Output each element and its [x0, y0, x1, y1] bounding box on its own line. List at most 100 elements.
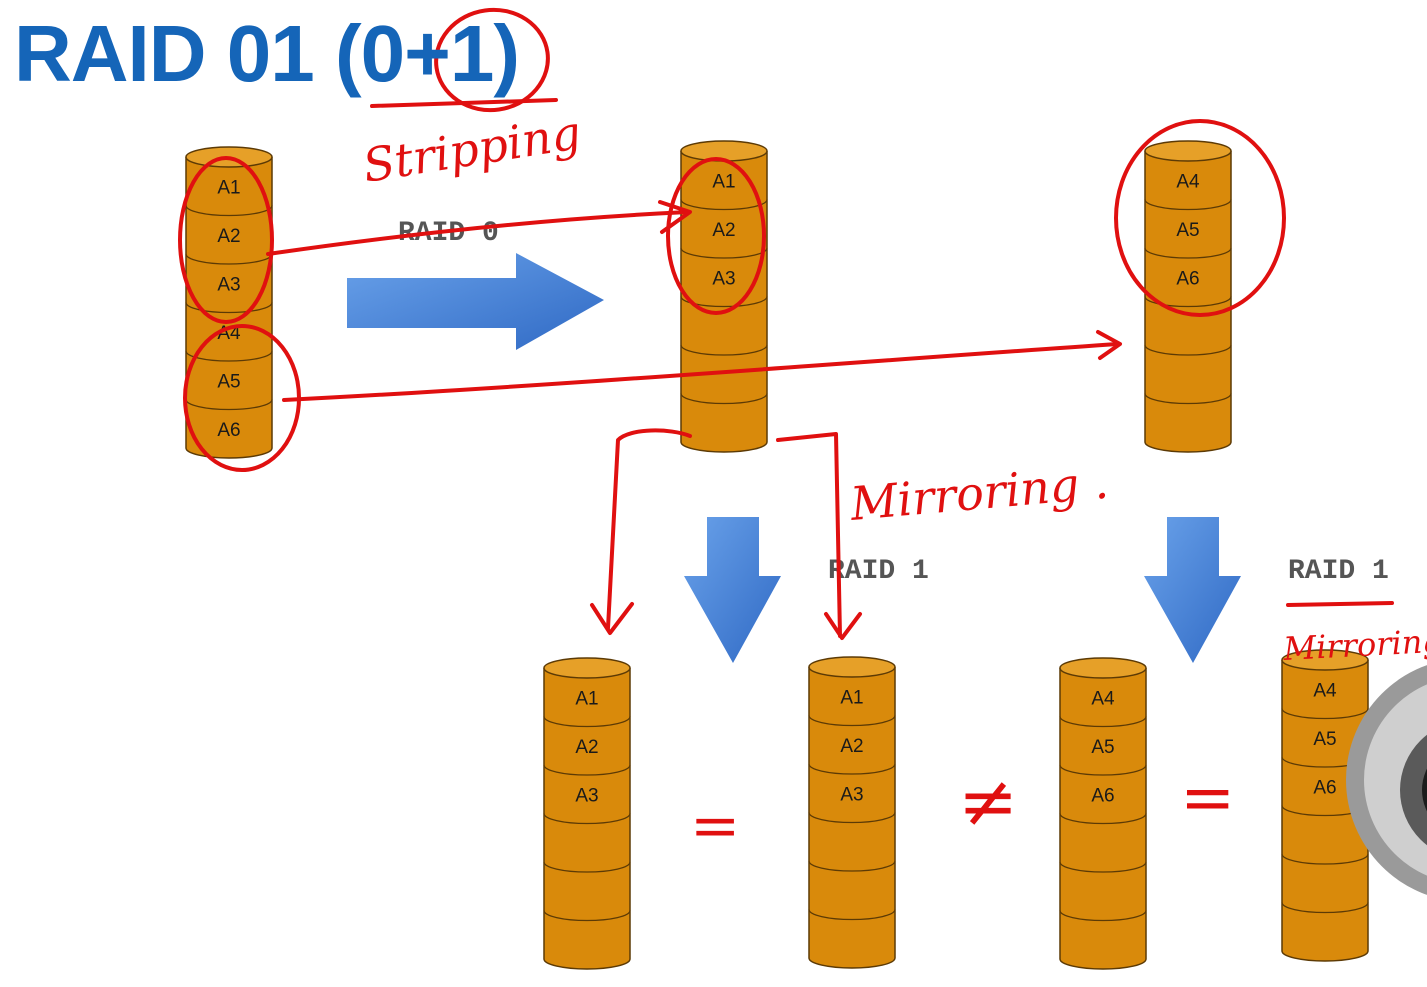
disk-segment-divider — [1144, 393, 1232, 405]
disk-block-label: A2 — [575, 737, 598, 758]
disk-segment-divider — [808, 715, 896, 727]
disk-block-label: A6 — [217, 420, 240, 441]
title-underline — [370, 98, 558, 108]
disk-body — [544, 668, 630, 959]
disk-block-label: A3 — [217, 274, 240, 295]
disk-block-label: A3 — [840, 784, 863, 805]
disk-block-label: A5 — [1313, 729, 1336, 750]
disk-block-label: A6 — [1176, 268, 1199, 289]
disk-block-label: A1 — [575, 688, 598, 709]
disk-segment-divider — [808, 909, 896, 921]
disk-segment-divider — [1059, 716, 1147, 728]
stripe-arrow-1 — [266, 210, 690, 256]
page-title: RAID 01 (0+1) — [14, 9, 520, 98]
disk-block-label: A2 — [840, 736, 863, 757]
disk-base — [1144, 441, 1232, 453]
disk-top — [1059, 657, 1147, 679]
disk-block-label: A6 — [1313, 777, 1336, 798]
disk-block-label: A1 — [712, 171, 735, 192]
disk-segment-divider — [185, 302, 273, 314]
disk-segment-divider — [543, 764, 631, 776]
disk-segment-divider — [1059, 861, 1147, 873]
raid1-left-label: RAID 1 — [828, 556, 929, 587]
disk-segment-divider — [543, 813, 631, 825]
disk-block-label: A4 — [1176, 171, 1200, 192]
disk-segment-divider — [185, 399, 273, 411]
disk-segment-divider — [1144, 344, 1232, 356]
disk-segment-divider — [1144, 247, 1232, 259]
disk-segment-divider — [185, 253, 273, 265]
disk-base — [1059, 958, 1147, 970]
raid1-left-arrow — [684, 517, 781, 663]
disk-body — [1060, 668, 1146, 959]
disk-block-label: A5 — [1091, 737, 1114, 758]
source-group1-circle — [178, 156, 274, 324]
disk-segment-divider — [1144, 296, 1232, 308]
disk-block-label: A1 — [840, 687, 863, 708]
disk-segment-divider — [808, 812, 896, 824]
stripe-b-circle — [1114, 119, 1286, 317]
disk-segment-divider — [185, 350, 273, 362]
disk-block-label: A4 — [1091, 688, 1115, 709]
disk-body — [1145, 151, 1231, 442]
equal-sign-left: = — [690, 791, 740, 861]
mirroring-note-right: Mirroring — [1281, 622, 1427, 668]
disk-segment-divider — [1281, 708, 1369, 720]
not-equal-sign: ≠ — [958, 759, 1018, 843]
mirroring-note: Mirroring . — [847, 455, 1110, 531]
disk-segment-divider — [1281, 902, 1369, 914]
disk-base — [185, 447, 273, 459]
raid1-right-label: RAID 1 — [1288, 556, 1389, 587]
disk-body — [186, 157, 272, 448]
disk-base — [680, 441, 768, 453]
raid0-arrow — [347, 253, 604, 350]
stripping-note: Stripping — [359, 105, 584, 193]
disk-block-label: A5 — [1176, 220, 1199, 241]
disk-top — [1144, 140, 1232, 162]
disk-top — [808, 656, 896, 678]
disk-segment-divider — [543, 716, 631, 728]
disk-block-label: A6 — [1091, 785, 1114, 806]
disk-block-label: A2 — [217, 226, 240, 247]
disk-segment-divider — [680, 344, 768, 356]
equal-sign-right: = — [1180, 759, 1235, 836]
disk-segment-divider — [1059, 813, 1147, 825]
handwritten-annotations — [178, 7, 1394, 640]
disk-segment-divider — [543, 910, 631, 922]
raid1-right-underline — [1286, 601, 1394, 607]
disk-base — [808, 957, 896, 969]
disk-block-label: A5 — [217, 371, 240, 392]
disk-segment-divider — [1281, 853, 1369, 865]
stripe-arrow-2 — [282, 342, 1120, 402]
disk-base — [1281, 950, 1369, 962]
raid1-right-arrow — [1144, 517, 1241, 663]
disk-segment-divider — [808, 860, 896, 872]
disk-segment-divider — [543, 861, 631, 873]
disk-body — [681, 151, 767, 442]
disk-segment-divider — [1059, 764, 1147, 776]
presenter-webcam-overlay — [1346, 665, 1427, 895]
disk-segment-divider — [1144, 199, 1232, 211]
disk-top — [543, 657, 631, 679]
disk-base — [543, 958, 631, 970]
disk-block-label: A2 — [712, 220, 735, 241]
mirror-bracket-left — [606, 428, 692, 630]
disk-body — [809, 667, 895, 958]
title-plus1-circle — [434, 7, 550, 113]
disk-segment-divider — [680, 393, 768, 405]
disk-block-label: A3 — [712, 268, 735, 289]
stripe-a-circle — [666, 157, 766, 315]
disk-segment-divider — [808, 763, 896, 775]
disk-segment-divider — [680, 296, 768, 308]
disk-segment-divider — [1059, 910, 1147, 922]
disk-block-label: A3 — [575, 785, 598, 806]
disk-block-label: A4 — [1313, 680, 1337, 701]
disk-block-label: A1 — [217, 177, 240, 198]
